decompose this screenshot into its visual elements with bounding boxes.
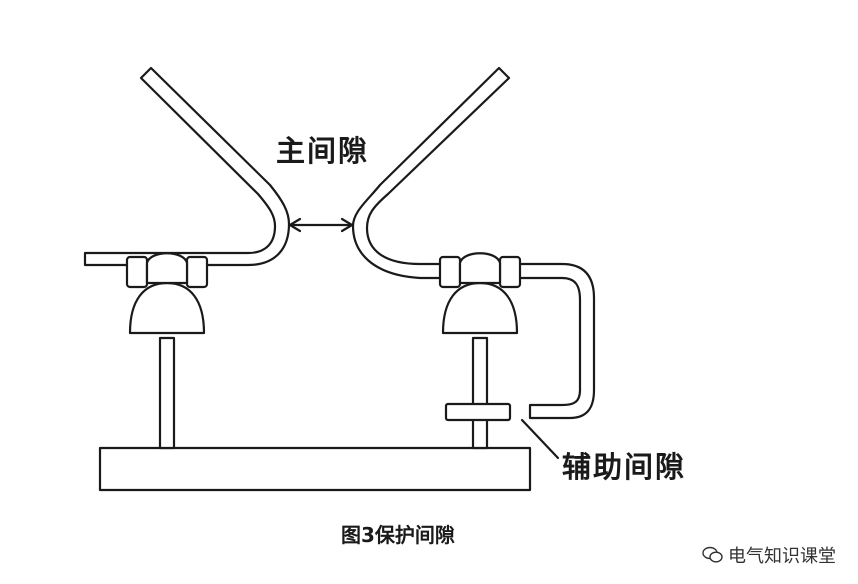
right-clamp [438,252,522,289]
left-clamp [125,252,209,289]
left-insulator [128,281,206,335]
main-gap-label: 主间隙 [276,134,370,168]
left-support-rod [158,336,176,450]
right-electrode [351,66,596,420]
right-support-rod [471,336,489,450]
wechat-icon [702,546,724,564]
watermark-text: 电气知识课堂 [728,546,836,567]
aux-gap-label: 辅助间隙 [562,450,687,484]
base-plate [98,446,532,492]
aux-gap-collar [444,402,512,422]
aux-gap-leader-line [520,418,560,460]
right-insulator [441,281,519,335]
left-electrode [83,66,291,267]
figure-caption: 图3保护间隙 [341,523,455,547]
main-gap-arrow [288,217,354,233]
watermark: 电气知识课堂 [702,542,836,568]
